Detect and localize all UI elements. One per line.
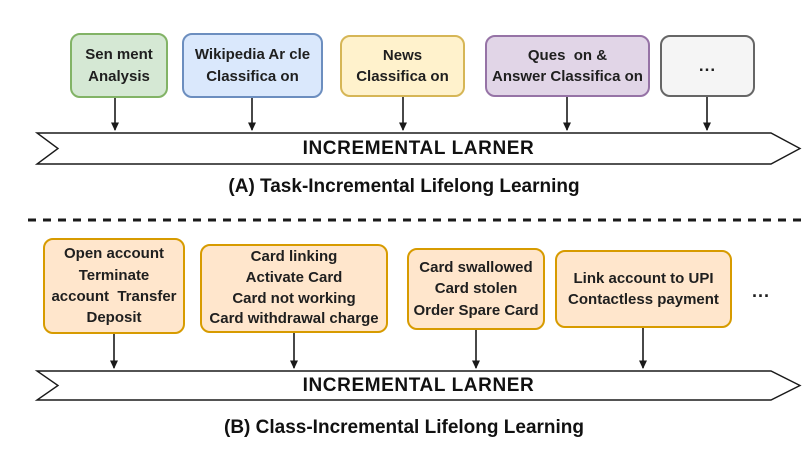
task-box-sentiment-analysis: Sen ment Analysis <box>70 33 168 98</box>
task-box-news-classification: News Classifica on <box>340 35 465 97</box>
task-box-more: ... <box>660 35 755 97</box>
banner-label-a: INCREMENTAL LARNER <box>302 137 535 159</box>
ellipsis-more-classes: ... <box>751 281 770 301</box>
task-box-question-answer-classification: Ques on & Answer Classifica on <box>485 35 650 97</box>
caption-task-incremental: (A) Task-Incremental Lifelong Learning <box>228 176 580 197</box>
incremental-learner-banner-b <box>34 370 802 401</box>
banner-label-b: INCREMENTAL LARNER <box>302 374 535 396</box>
class-box-account-operations: Open account Terminate account Transfer … <box>43 238 185 334</box>
incremental-learner-banner-a <box>34 132 802 165</box>
class-box-payments: Link account to UPI Contactless payment <box>555 250 732 328</box>
class-box-card-issues: Card linking Activate Card Card not work… <box>200 244 388 333</box>
task-box-wikipedia-article-classification: Wikipedia Ar cle Classifica on <box>182 33 323 98</box>
caption-class-incremental: (B) Class-Incremental Lifelong Learning <box>224 417 584 438</box>
class-box-card-loss: Card swallowed Card stolen Order Spare C… <box>407 248 545 330</box>
